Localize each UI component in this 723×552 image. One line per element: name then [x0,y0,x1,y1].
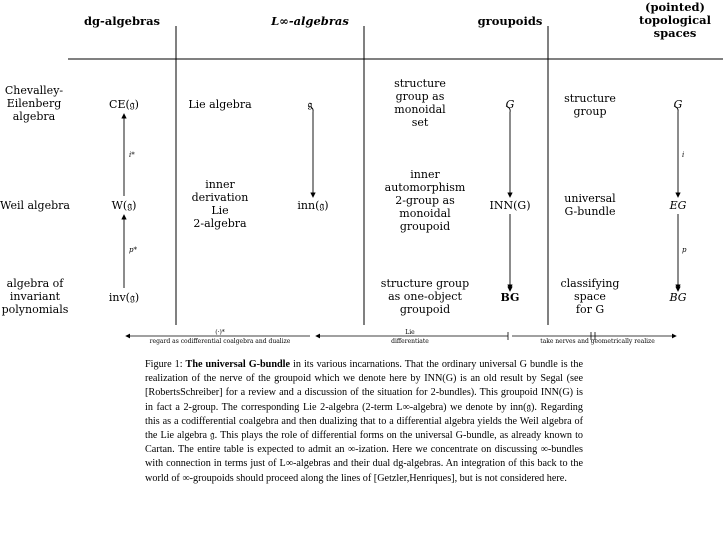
desc-line: groupoid [399,303,451,316]
row-label-ce: Chevalley- Eilenberg algebra [0,84,68,123]
bG-groupoid: BG [500,291,520,304]
desc-line: groupoid [399,220,451,233]
universal-bundle-desc: universal G-bundle [555,192,625,218]
top-group-g: G [673,98,683,111]
row-label-line: Eilenberg [6,97,62,110]
desc-line: universal [564,192,616,205]
row-label-weil: Weil algebra [0,199,70,212]
header-linf-algebras: L∞-algebras [271,14,349,28]
dualize-symbol: (·)* [215,329,225,336]
lie-symbol: Lie [405,329,415,336]
desc-line: inner [205,178,235,191]
desc-line: as one-object [388,290,462,303]
label-i-star: i* [129,151,135,159]
group-g: G [505,98,515,111]
hook-arrow-linf [308,105,314,113]
desc-line: structure [564,92,616,105]
figure-number: Figure 1: [145,359,183,370]
one-object-groupoid-desc: structure group as one-object groupoid [380,277,470,316]
inn-g: inn(𝔤) [297,199,329,212]
header-top-line3: spaces [653,26,697,40]
desc-line: Lie [211,204,229,217]
lie-algebra-g: 𝔤 [307,98,313,111]
desc-line: 2-algebra [193,217,247,230]
header-groupoids: groupoids [477,14,543,28]
classifying-space-desc: classifying space for G [555,277,625,316]
desc-line: group as [395,90,445,103]
header-dg-algebras: dg-algebras [83,14,161,28]
header-top-line2: topological [639,13,711,27]
eg: EG [669,199,687,212]
desc-line: automorphism [384,181,466,194]
desc-line: G-bundle [564,205,616,218]
weil-algebra: W(𝔤) [111,199,137,212]
desc-line: classifying [560,277,620,290]
structure-group-desc: structure group as monoidal set [380,77,460,129]
label-i: i [682,151,685,159]
desc-line: for G [575,303,605,316]
desc-line: space [574,290,606,303]
row-label-line: algebra of [6,277,64,290]
dualize-label: regard as codifferential coalgebra and d… [149,338,291,345]
row-label-line: invariant [9,290,61,303]
hook-arrow-top [673,105,679,113]
ce-algebra: CE(𝔤) [109,98,139,111]
caption-body: in its various incarnations. That the or… [145,359,583,484]
inn-G: INN(G) [489,199,531,212]
caption-title: The universal G-bundle [185,359,291,370]
row-label-line: polynomials [1,303,69,316]
desc-line: structure [394,77,446,90]
desc-line: monoidal [399,207,451,220]
top-structure-group-desc: structure group [555,92,625,118]
figure-caption: Figure 1: The universal G-bundle in its … [145,358,583,486]
header-top-spaces: (pointed) topological spaces [630,1,720,40]
desc-line: inner [410,168,440,181]
hook-arrow-grp [505,105,511,113]
desc-line: group [573,105,607,118]
header-top-line1: (pointed) [645,0,705,14]
row-label-inv: algebra of invariant polynomials [0,277,70,316]
realize-label: take nerves and geometrically realize [540,338,655,345]
label-p-star: p* [129,246,137,254]
label-p: p [682,246,687,254]
row-label-line: algebra [12,110,56,123]
row-label-line: Chevalley- [4,84,64,97]
bG-space: BG [669,291,687,304]
desc-line: structure group [380,277,470,290]
inner-automorphism-desc: inner automorphism 2-group as monoidal g… [380,168,470,233]
desc-line: set [411,116,429,129]
desc-line: 2-group as [395,194,455,207]
lie-algebra-desc: Lie algebra [188,98,252,111]
inv-algebra: inv(𝔤) [108,291,140,304]
desc-line: monoidal [394,103,446,116]
differentiate-label: differentiate [391,338,429,345]
inner-derivation-desc: inner derivation Lie 2-algebra [180,178,260,230]
desc-line: derivation [191,191,249,204]
